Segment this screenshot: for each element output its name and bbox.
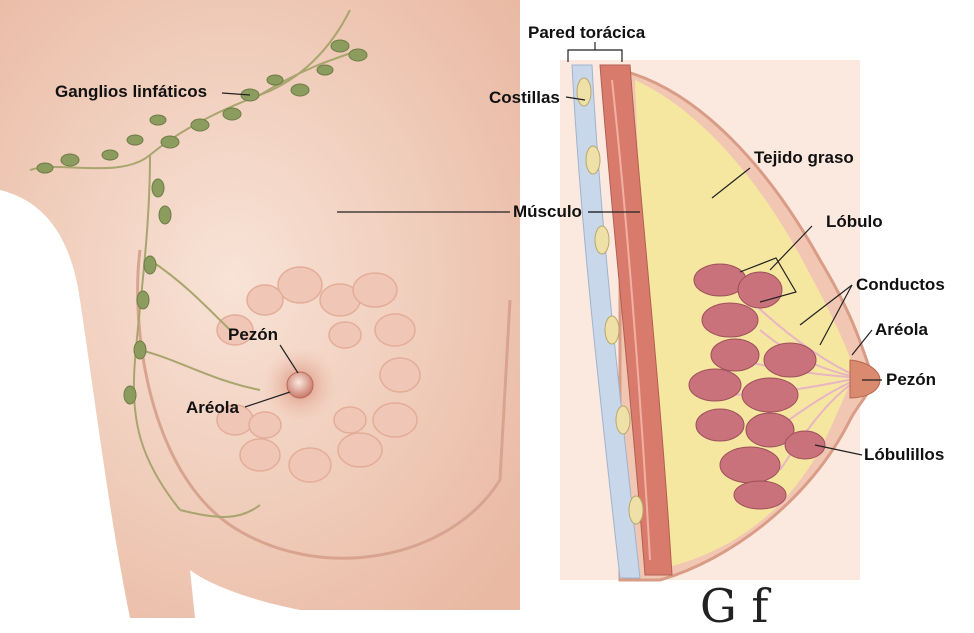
label-areola-side: Aréola xyxy=(875,320,928,340)
side-nipple xyxy=(850,360,880,398)
label-musculo: Músculo xyxy=(513,202,582,222)
label-pezon-front: Pezón xyxy=(228,325,278,345)
label-pezon-side: Pezón xyxy=(886,370,936,390)
label-conductos: Conductos xyxy=(856,275,945,295)
label-lobulo: Lóbulo xyxy=(826,212,883,232)
front-nipple xyxy=(287,372,313,398)
label-tejido-graso: Tejido graso xyxy=(754,148,854,168)
label-lobulillos: Lóbulillos xyxy=(864,445,944,465)
side-view xyxy=(560,42,882,580)
label-costillas: Costillas xyxy=(489,88,560,108)
watermark-logo: G f xyxy=(700,586,768,626)
label-areola-front: Aréola xyxy=(186,398,239,418)
label-pared-toracica: Pared torácica xyxy=(528,23,645,43)
label-ganglios-linfaticos: Ganglios linfáticos xyxy=(55,82,207,102)
